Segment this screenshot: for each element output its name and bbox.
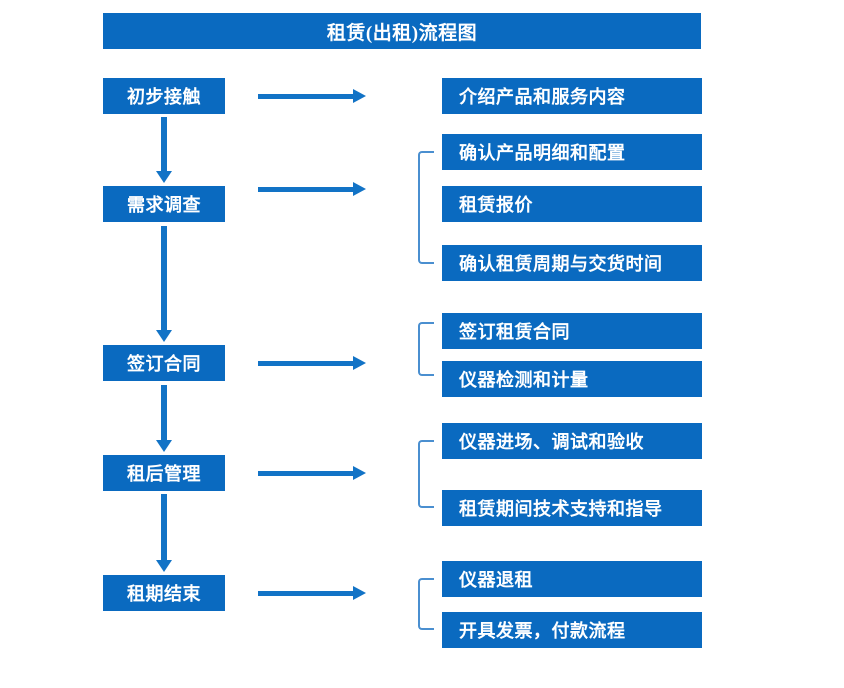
- detail-arrow-right-3: [258, 356, 366, 370]
- arrow-head-down-icon: [156, 560, 172, 572]
- detail-node-开具发票付款流程[interactable]: 开具发票，付款流程: [442, 612, 702, 648]
- arrow-head-down-icon: [156, 440, 172, 452]
- detail-node-签订租赁合同[interactable]: 签订租赁合同: [442, 313, 702, 349]
- detail-node-租赁报价[interactable]: 租赁报价: [442, 186, 702, 222]
- detail-node-确认产品明细和配置[interactable]: 确认产品明细和配置: [442, 134, 702, 170]
- arrow-head-right-icon: [353, 89, 366, 103]
- arrow-head-right-icon: [353, 586, 366, 600]
- detail-node-介绍产品和服务内容[interactable]: 介绍产品和服务内容: [442, 78, 702, 114]
- arrow-stem: [161, 385, 167, 440]
- stage-node-租期结束[interactable]: 租期结束: [103, 575, 225, 611]
- stage-node-租后管理[interactable]: 租后管理: [103, 455, 225, 491]
- detail-node-仪器进场调试和验收[interactable]: 仪器进场、调试和验收: [442, 423, 702, 459]
- arrow-stem: [161, 494, 167, 560]
- detail-node-仪器检测和计量[interactable]: 仪器检测和计量: [442, 361, 702, 397]
- stage-arrow-down-1: [156, 117, 172, 183]
- stage-node-需求调查[interactable]: 需求调查: [103, 186, 225, 222]
- detail-arrow-right-5: [258, 586, 366, 600]
- arrow-head-right-icon: [353, 356, 366, 370]
- stage-node-初步接触[interactable]: 初步接触: [103, 78, 225, 114]
- stage-arrow-down-2: [156, 226, 172, 342]
- group-bracket-租期结束组: [418, 578, 434, 630]
- arrow-stem: [258, 471, 354, 476]
- arrow-stem: [258, 591, 354, 596]
- page-title: 租赁(出租)流程图: [103, 13, 701, 49]
- arrow-head-down-icon: [156, 330, 172, 342]
- arrow-stem: [258, 94, 354, 99]
- detail-arrow-right-1: [258, 89, 366, 103]
- arrow-stem: [161, 226, 167, 330]
- detail-node-确认租赁周期与交货时间[interactable]: 确认租赁周期与交货时间: [442, 245, 702, 281]
- detail-node-租赁期间技术支持和指导[interactable]: 租赁期间技术支持和指导: [442, 490, 702, 526]
- arrow-head-right-icon: [353, 182, 366, 196]
- group-bracket-租后管理组: [418, 440, 434, 508]
- group-bracket-签订合同组: [418, 322, 434, 376]
- arrow-stem: [258, 187, 354, 192]
- detail-arrow-right-2: [258, 182, 366, 196]
- detail-arrow-right-4: [258, 466, 366, 480]
- group-bracket-需求调查组: [418, 151, 434, 264]
- detail-node-仪器退租[interactable]: 仪器退租: [442, 561, 702, 597]
- stage-arrow-down-3: [156, 385, 172, 452]
- arrow-head-down-icon: [156, 171, 172, 183]
- stage-node-签订合同[interactable]: 签订合同: [103, 345, 225, 381]
- arrow-head-right-icon: [353, 466, 366, 480]
- arrow-stem: [258, 361, 354, 366]
- stage-arrow-down-4: [156, 494, 172, 572]
- arrow-stem: [161, 117, 167, 171]
